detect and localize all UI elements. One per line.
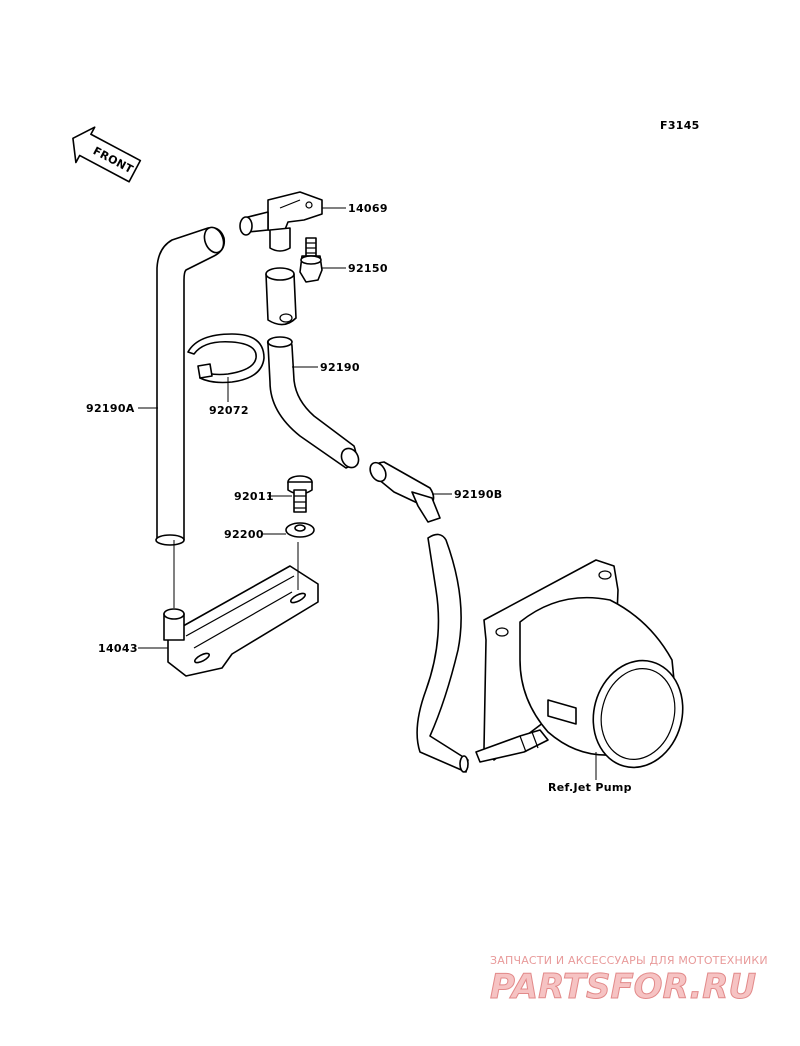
label-14069: 14069 bbox=[348, 202, 388, 215]
front-arrow-icon: FRONT bbox=[72, 126, 142, 183]
washer-92200 bbox=[285, 522, 315, 538]
label-92150: 92150 bbox=[348, 262, 388, 275]
label-92011: 92011 bbox=[234, 490, 274, 503]
label-92190B: 92190B bbox=[454, 488, 502, 501]
leader-lines bbox=[138, 207, 597, 780]
label-ref-jet-pump: Ref.Jet Pump bbox=[548, 781, 632, 794]
figure-code: F3145 bbox=[660, 119, 700, 132]
jet-pump-housing bbox=[475, 559, 684, 769]
label-92190: 92190 bbox=[320, 361, 360, 374]
label-14043: 14043 bbox=[98, 642, 138, 655]
label-92200: 92200 bbox=[224, 528, 264, 541]
watermark-logo: PARTSFOR.RU bbox=[490, 967, 756, 1007]
label-92072: 92072 bbox=[209, 404, 249, 417]
hose-92190A bbox=[155, 226, 226, 546]
bolt-92011 bbox=[287, 475, 313, 513]
screw-92150 bbox=[299, 237, 323, 283]
short-hose bbox=[265, 267, 297, 326]
cover-14043 bbox=[163, 565, 319, 677]
watermark-tagline: ЗАПЧАСТИ И АКСЕССУАРЫ ДЛЯ МОТОТЕХНИКИ bbox=[490, 954, 768, 967]
hose-92190 bbox=[266, 336, 360, 469]
label-92190A: 92190A bbox=[86, 402, 135, 415]
fitting-14069 bbox=[239, 191, 323, 252]
hose-92190B bbox=[369, 461, 469, 773]
clamp-92072 bbox=[187, 333, 265, 384]
